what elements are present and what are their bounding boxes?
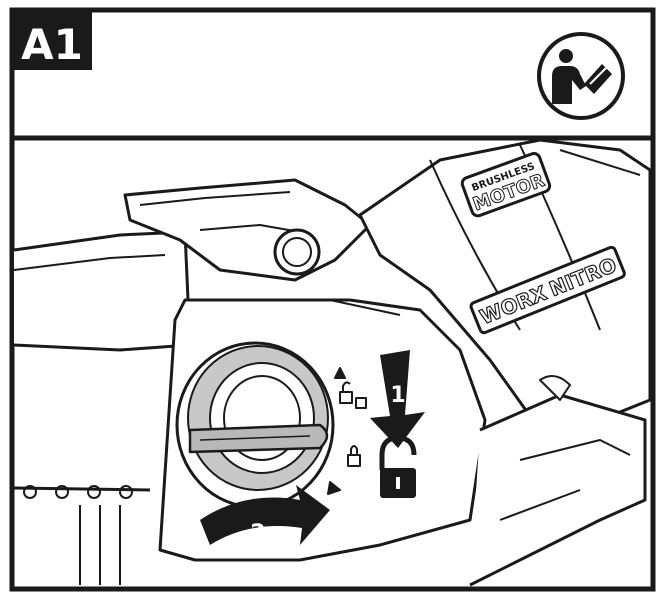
motor-housing — [358, 138, 652, 432]
chain — [13, 486, 151, 492]
read-manual-icon — [537, 32, 625, 120]
bar-bolt — [273, 228, 321, 276]
arrow-down-icon — [370, 350, 425, 448]
tension-dial — [175, 341, 335, 509]
open-padlock-icon — [379, 435, 417, 498]
step1-number: 1 — [390, 383, 405, 408]
step-badge — [14, 12, 92, 70]
guide-bar — [13, 230, 192, 352]
step2-number: 2 — [250, 521, 265, 546]
chain-links — [23, 485, 133, 499]
guide-bar-inner — [13, 254, 166, 271]
small-unlock-glyph — [334, 367, 367, 409]
small-lock-glyph — [327, 445, 361, 495]
curved-arrow-icon — [200, 485, 330, 545]
step-label: A1 — [21, 20, 83, 69]
guide-bar-lower — [79, 505, 121, 585]
